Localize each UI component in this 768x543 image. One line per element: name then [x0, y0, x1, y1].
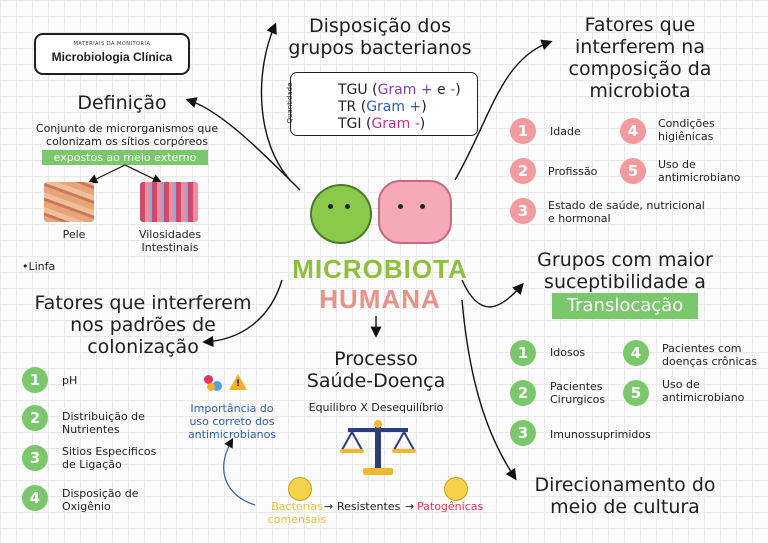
arrow-to-fatores-composicao [454, 39, 553, 181]
fcol-label-1: pH [62, 374, 78, 387]
fcol-label-3: Sitios Especificos de Ligação [62, 445, 157, 471]
disposicao-title: Disposição dos grupos bacterianos [288, 15, 472, 59]
g-num-3: 3 [510, 420, 536, 446]
logo-title: Microbiologia Clínica [51, 50, 173, 64]
fc-label-3: Estado de saúde, nutricional e hormonal [548, 199, 705, 225]
g-label-5: Uso de antimicrobiano [662, 378, 745, 404]
fcol-label-2: Distribuição de Nutrientes [62, 410, 145, 436]
linfa-label: •Linfa [22, 260, 56, 273]
fc-label-1: Idade [550, 125, 581, 138]
g-num-5: 5 [623, 380, 649, 406]
center-title-line1: MICROBIOTA [292, 254, 468, 284]
arrow-to-disposicao [260, 22, 291, 181]
g-label-1: Idosos [550, 346, 586, 359]
g-label-4: Pacientes com doenças crônicas [662, 342, 758, 368]
pills-icon [204, 373, 224, 393]
fcol-label-4: Disposição de Oxigênio [62, 487, 139, 513]
vilosidades-image [140, 182, 198, 222]
row-tgi: TGI (Gram -) [338, 116, 426, 132]
arrow-2: → [405, 500, 415, 513]
g-label-2: Pacientes Cirurgicos [550, 380, 606, 406]
center-title-line2: HUMANA [319, 284, 441, 314]
disposicao-rows: TGU (Gram + e -) TR (Gram +) TGI (Gram -… [338, 82, 461, 133]
processo-subtitle: Equilibro X Desequilíbrio [308, 401, 444, 414]
arrow-to-grupos [461, 279, 524, 308]
fc-label-5: Uso de antimicrobiano [658, 158, 741, 184]
cell-green [310, 184, 372, 244]
central-illustration [300, 180, 460, 252]
resistentes-label: Resistentes [337, 500, 401, 513]
warning-mark: ! [236, 379, 241, 389]
g-label-3: Imunossuprimidos [550, 428, 651, 441]
fc-label-2: Profissão [548, 165, 598, 178]
fc-num-1: 1 [510, 118, 536, 144]
happy-face-icon [288, 477, 312, 501]
bacterias-comensais: Bacterias comensais [267, 500, 327, 526]
fc-num-2: 2 [510, 158, 536, 184]
fcol-num-3: 3 [22, 445, 48, 471]
logo-subtitle: MATERIAIS DA MONITORIA [73, 41, 151, 47]
arrow-1: → [324, 500, 334, 513]
fc-num-3: 3 [510, 198, 536, 224]
row-tgu: TGU (Gram + e -) [338, 82, 461, 98]
vilosidades-label: Vilosidades Intestinais [138, 228, 202, 254]
grupos-highlight: Translocação [552, 293, 698, 319]
logo-badge: MATERIAIS DA MONITORIA Microbiologia Clí… [34, 33, 190, 75]
pele-image [44, 182, 94, 222]
arrow-to-definicao [185, 97, 301, 191]
importancia-text: Importância do uso correto dos antimicro… [187, 402, 277, 441]
fc-num-4: 4 [620, 118, 646, 144]
sad-face-icon [444, 477, 468, 501]
definicao-title: Definição [77, 92, 167, 114]
grupos-title: Grupos com maior suceptibilidade a [537, 249, 713, 293]
intestine-face-eyes [398, 204, 403, 209]
direcionamento-title: Direcionamento do meio de cultura [534, 474, 716, 518]
g-num-2: 2 [510, 380, 536, 406]
definicao-highlight: expostos ao meio externo [42, 150, 208, 165]
pele-label: Pele [62, 228, 86, 241]
fcol-num-4: 4 [22, 485, 48, 511]
fcol-num-1: 1 [22, 367, 48, 393]
patogenicas-label: Patogênicas [417, 500, 484, 513]
g-num-4: 4 [623, 340, 649, 366]
fatores-colonizacao-title: Fatores que interferem nos padrões de co… [34, 292, 252, 358]
arrow-to-fatores-colonizacao [202, 279, 283, 348]
row-tr: TR (Gram +) [338, 99, 427, 115]
warning-icon [229, 374, 247, 390]
cell-face-eyes [328, 204, 333, 209]
scale-icon [340, 420, 416, 475]
fcol-num-2: 2 [22, 405, 48, 431]
definicao-text: Conjunto de microrganismos que colonizam… [35, 122, 219, 148]
fatores-composicao-title: Fatores que interferem na composição da … [568, 14, 712, 102]
quantity-axis-label: Quantidade [286, 82, 294, 124]
g-num-1: 1 [510, 340, 536, 366]
processo-title: Processo Saúde-Doença [306, 348, 446, 392]
intestine-pink [378, 180, 452, 244]
fc-num-5: 5 [620, 158, 646, 184]
arrow-to-direcionamento [461, 299, 517, 481]
arrow-importancia-to-bacterias [223, 437, 256, 506]
fc-label-4: Condições higiênicas [658, 117, 715, 143]
disposicao-box [290, 72, 478, 136]
